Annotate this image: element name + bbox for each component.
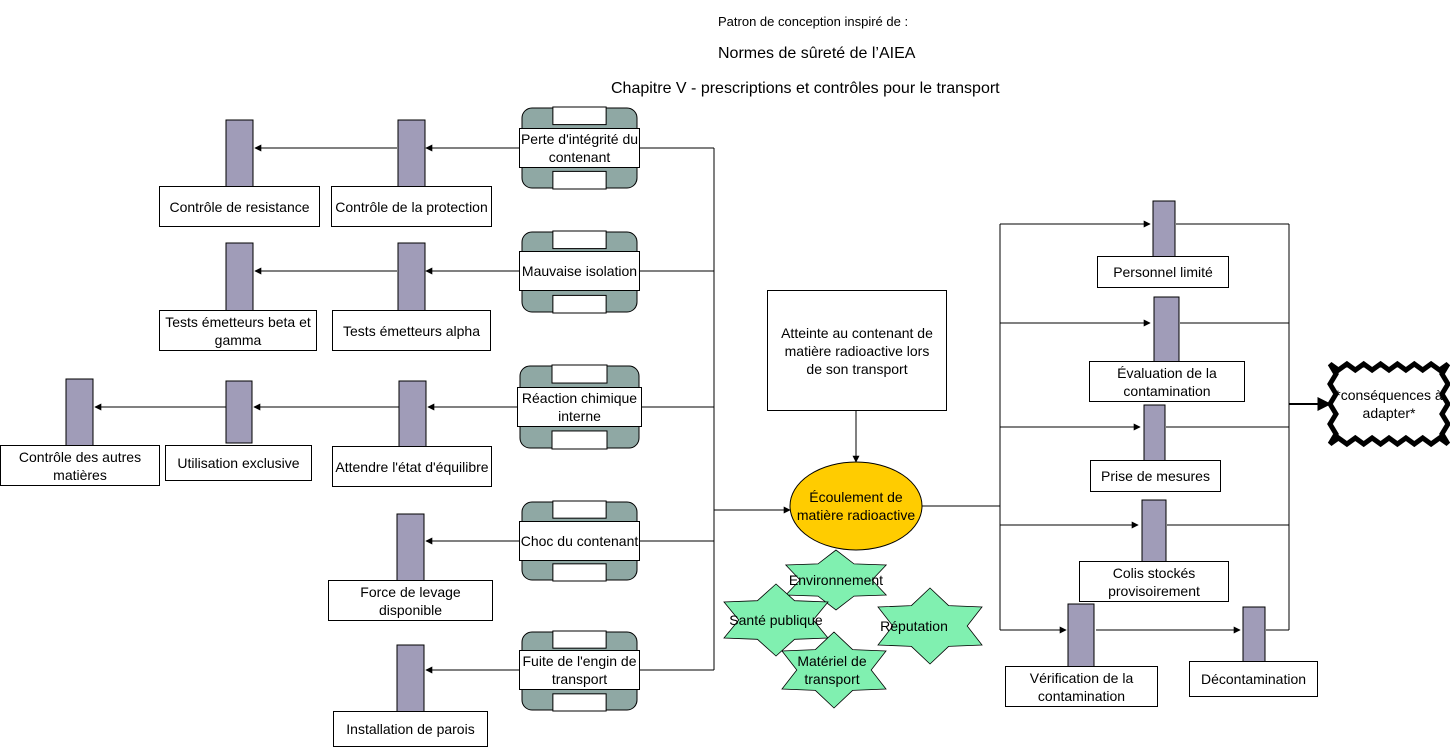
cause-shape-notch: [552, 170, 607, 190]
impact-sante-publique[interactable]: Santé publique: [729, 612, 823, 628]
barrier-bar: [1141, 499, 1167, 563]
barrier-verification-contamination[interactable]: Vérification de la contamination: [1005, 666, 1158, 707]
top-event-box[interactable]: Atteinte au contenant de matière radioac…: [767, 290, 947, 411]
impact-reputation[interactable]: Réputation: [880, 618, 948, 634]
cause-shape-notch: [552, 563, 607, 582]
barrier-tests-alpha[interactable]: Tests émetteurs alpha: [332, 310, 491, 351]
barrier-bar: [225, 380, 253, 444]
cause-mauvaise-isolation[interactable]: Mauvaise isolation: [519, 251, 640, 291]
cause-reaction-chimique[interactable]: Réaction chimique interne: [517, 387, 642, 427]
barrier-bar: [225, 242, 254, 312]
barrier-bar: [397, 119, 426, 188]
cause-shape-notch: [552, 230, 607, 250]
cause-perte-integrite[interactable]: Perte d'intégrité du contenant: [519, 128, 640, 168]
barrier-controle-autres[interactable]: Contrôle des autres matières: [0, 445, 160, 486]
header-subtitle: Patron de conception inspiré de :: [718, 14, 909, 29]
cause-shape-notch: [551, 364, 608, 384]
cause-shape-notch: [552, 630, 607, 649]
barrier-evaluation-contamination[interactable]: Évaluation de la contamination: [1089, 361, 1245, 402]
barrier-prise-mesures[interactable]: Prise de mesures: [1090, 460, 1221, 492]
barrier-bar: [397, 242, 426, 312]
impact-stars: [723, 549, 983, 709]
cause-shape-notch: [552, 294, 607, 314]
central-event-label[interactable]: Écoulement de matière radioactive: [796, 489, 916, 523]
consequence-burst: [1327, 360, 1450, 448]
cause-shape-notch: [551, 430, 608, 450]
cause-fuite-engin[interactable]: Fuite de l'engin de transport: [519, 650, 640, 690]
barrier-bar: [65, 378, 94, 447]
impact-environnement[interactable]: Environnement: [788, 572, 884, 588]
barrier-bar: [1143, 404, 1166, 462]
consequence-label[interactable]: *conséquences à adapter*: [1335, 387, 1443, 421]
impact-star: [877, 587, 983, 665]
barrier-bar: [398, 380, 427, 448]
barrier-bar: [396, 513, 425, 582]
barrier-bar: [1242, 606, 1266, 663]
barrier-bar: [396, 644, 425, 713]
barrier-attendre-equilibre[interactable]: Attendre l'état d'équilibre: [332, 446, 492, 487]
barrier-bar: [1152, 200, 1176, 258]
barrier-decontamination[interactable]: Décontamination: [1189, 661, 1318, 697]
barrier-bar: [1153, 296, 1180, 363]
impact-star: [781, 631, 887, 709]
barrier-installation-parois[interactable]: Installation de parois: [333, 711, 488, 747]
central-event-ellipse: [789, 461, 923, 551]
barrier-force-levage[interactable]: Force de levage disponible: [328, 580, 493, 621]
left-barrier-bars: [65, 119, 427, 713]
cause-shape-notch: [552, 693, 607, 712]
left-connectors: [94, 144, 860, 674]
right-connectors: [922, 220, 1332, 634]
impact-star: [784, 549, 888, 611]
header-chapter: Chapitre V - prescriptions et contrôles …: [611, 80, 1000, 97]
cause-shape-notch: [552, 500, 607, 519]
impact-materiel-transport[interactable]: Matériel de transport: [797, 653, 867, 687]
barrier-bar: [1067, 603, 1095, 668]
barrier-personnel-limite[interactable]: Personnel limité: [1097, 256, 1229, 288]
cause-choc-contenant[interactable]: Choc du contenant: [519, 521, 640, 561]
barrier-colis-stockes[interactable]: Colis stockés provisoirement: [1079, 561, 1229, 602]
barrier-controle-resistance[interactable]: Contrôle de resistance: [159, 186, 320, 227]
header-title: Normes de sûreté de l’AIEA: [718, 45, 916, 62]
consequence-burst-shape: [1327, 360, 1450, 448]
cause-shape-notch: [552, 106, 607, 126]
impact-star: [723, 583, 829, 657]
barrier-utilisation-exclusive[interactable]: Utilisation exclusive: [165, 445, 312, 481]
barrier-controle-protection[interactable]: Contrôle de la protection: [331, 186, 492, 227]
barrier-bar: [225, 119, 254, 188]
barrier-tests-beta-gamma[interactable]: Tests émetteurs beta et gamma: [159, 310, 317, 351]
